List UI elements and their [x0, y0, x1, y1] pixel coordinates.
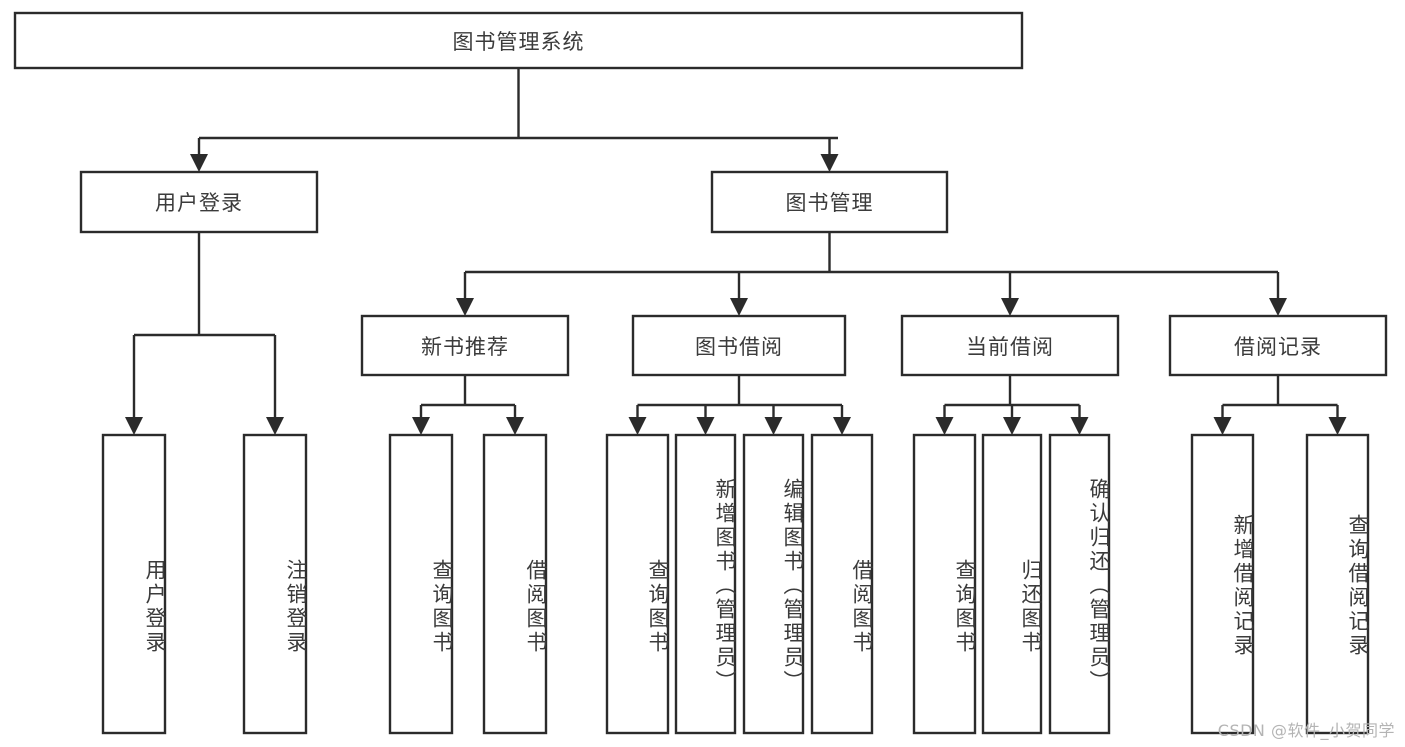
node-box-leaf-edit-book[interactable]	[742, 433, 805, 735]
node-box-leaf-query-book-3[interactable]	[912, 433, 977, 735]
node-box-leaf-query-book-2[interactable]	[605, 433, 670, 735]
connector-bookmanage-to-level3	[456, 232, 1287, 316]
node-box-user-login[interactable]	[79, 170, 319, 234]
node-box-root[interactable]	[13, 11, 1024, 70]
node-box-leaf-borrow-book-1[interactable]	[482, 433, 548, 735]
node-box-book-manage[interactable]	[710, 170, 949, 234]
node-box-leaf-user-login[interactable]	[101, 433, 167, 735]
node-box-leaf-confirm-return[interactable]	[1048, 433, 1111, 735]
node-box-borrow-record[interactable]	[1168, 314, 1388, 377]
connector-root-to-level2	[190, 68, 839, 172]
node-box-new-book-rec[interactable]	[360, 314, 570, 377]
connector-userlogin-to-leaves	[125, 232, 284, 435]
node-box-leaf-query-record[interactable]	[1305, 433, 1370, 735]
node-box-leaf-add-book[interactable]	[674, 433, 737, 735]
watermark-text: CSDN @软件_小贺同学	[1217, 721, 1395, 740]
node-box-leaf-borrow-book-2[interactable]	[810, 433, 874, 735]
connector-borrowrecord-to-leaves	[1213, 375, 1347, 435]
connector-newbook-to-leaves	[412, 375, 524, 435]
node-box-leaf-return-book[interactable]	[981, 433, 1043, 735]
node-box-leaf-query-book-1[interactable]	[388, 433, 454, 735]
node-box-book-borrow[interactable]	[631, 314, 847, 377]
node-box-current-borrow[interactable]	[900, 314, 1120, 377]
connector-currentborrow-to-leaves	[935, 375, 1089, 435]
connector-bookborrow-to-leaves	[628, 375, 851, 435]
node-box-leaf-user-logout[interactable]	[242, 433, 308, 735]
node-box-leaf-add-record[interactable]	[1190, 433, 1255, 735]
